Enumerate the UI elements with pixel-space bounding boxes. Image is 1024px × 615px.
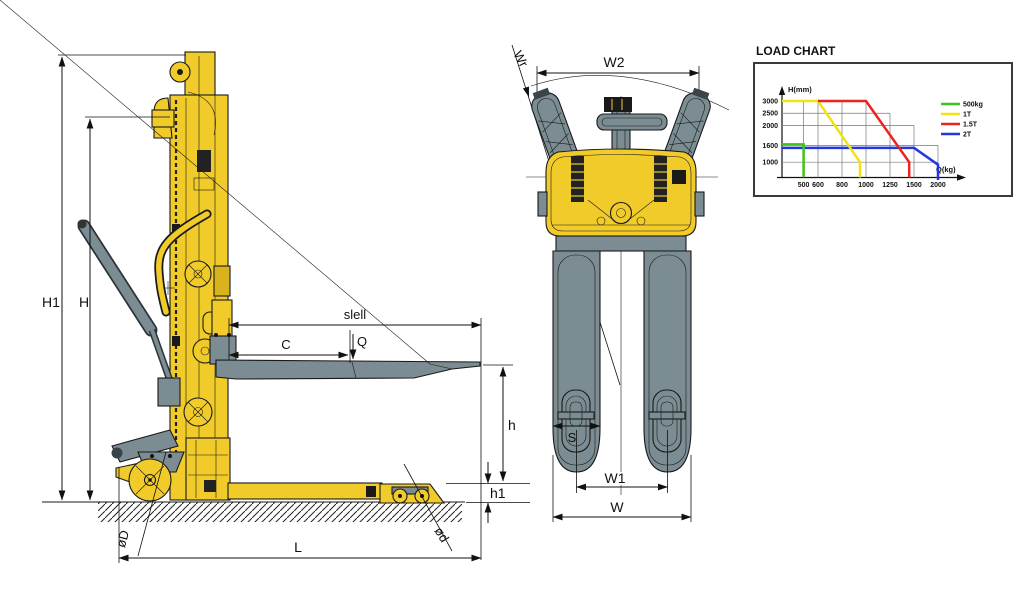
x-tick-label: 600	[812, 182, 824, 189]
s-dimension: S	[552, 422, 601, 445]
fork-heel	[209, 335, 237, 365]
load-chart-title: LOAD CHART	[756, 44, 836, 58]
dimension-w-label: W	[610, 499, 624, 515]
dimension-h-lift-label: h	[508, 417, 516, 433]
y-tick-label: 2000	[762, 123, 778, 130]
grip-loop	[596, 113, 668, 131]
dimension-w1-label: W1	[605, 470, 626, 486]
dimension-h-mast-label: H	[79, 294, 89, 310]
fork-side	[0, 0, 481, 380]
front-view-drawing: Wr W2	[511, 44, 730, 522]
carriage-bar	[555, 235, 687, 252]
mast-base	[185, 437, 231, 501]
dimension-wr-label: Wr	[511, 48, 532, 70]
load-center-q-label: Q	[357, 334, 367, 349]
spring-left	[571, 156, 584, 202]
fork-blade	[215, 359, 481, 380]
chassis-body	[537, 148, 705, 237]
dimension-s-label: S	[568, 430, 577, 445]
spring-right	[654, 156, 667, 202]
y-axis-arrow	[778, 86, 786, 95]
series-line-2T	[782, 146, 940, 180]
legend-label-1T: 1T	[963, 112, 972, 119]
y-axis-label: H(mm)	[788, 85, 812, 94]
x-tick-label: 1250	[882, 182, 898, 189]
w1-dimension: W1	[576, 430, 668, 493]
side-view-drawing: H1 H slell C Q h h1	[0, 0, 530, 563]
steer-wheel	[128, 458, 172, 502]
dimension-roller-diameter-label: ød	[431, 524, 452, 545]
fork-roller-axle	[648, 411, 686, 420]
side-view-dimensions: H1 H slell C Q h h1	[42, 54, 530, 563]
w-dimension: W	[552, 455, 692, 522]
y-tick-label: 1600	[762, 143, 778, 150]
carriage-bracket	[213, 265, 231, 297]
mast-side-block	[151, 109, 175, 128]
x-tick-label: 1000	[858, 182, 874, 189]
legend-label-2T: 2T	[963, 132, 972, 139]
fork-roller-axle	[557, 411, 595, 420]
dimension-front-wheel-diameter-label: øD	[113, 529, 132, 550]
hand-guard-loop	[154, 209, 212, 317]
y-tick-label: 2500	[762, 111, 778, 118]
dimension-slell-label: slell	[344, 307, 367, 322]
series-line-500kg	[782, 143, 805, 177]
tiller-head	[604, 97, 632, 112]
series-line-1T	[782, 99, 862, 178]
load-chart-frame	[753, 62, 1013, 197]
dimension-l-label: L	[294, 539, 302, 555]
series-line-1.5T	[818, 99, 911, 178]
x-tick-label: 500	[798, 182, 810, 189]
x-axis-arrow	[957, 174, 966, 181]
y-tick-label: 1000	[762, 160, 778, 167]
dimension-h1-lowered-label: h1	[490, 485, 506, 501]
x-axis-label: Q(kg)	[936, 165, 956, 174]
legend-label-500kg: 500kg	[963, 102, 983, 109]
chart-axes: H(mm) Q(kg)	[777, 85, 966, 181]
legend-label-1.5T: 1.5T	[963, 122, 978, 129]
outrigger-leg	[227, 482, 446, 504]
ground-hatch	[42, 501, 465, 522]
pump-handle	[77, 219, 158, 337]
x-tick-label: 2000	[930, 182, 946, 189]
x-tick-label: 800	[836, 182, 848, 189]
y-tick-label: 3000	[762, 99, 778, 106]
dimension-c-label: C	[281, 337, 290, 352]
dimension-h1-total-label: H1	[42, 294, 60, 310]
fork-left-plan	[552, 250, 601, 473]
dimension-w2-label: W2	[604, 54, 625, 70]
x-tick-label: 1500	[906, 182, 922, 189]
